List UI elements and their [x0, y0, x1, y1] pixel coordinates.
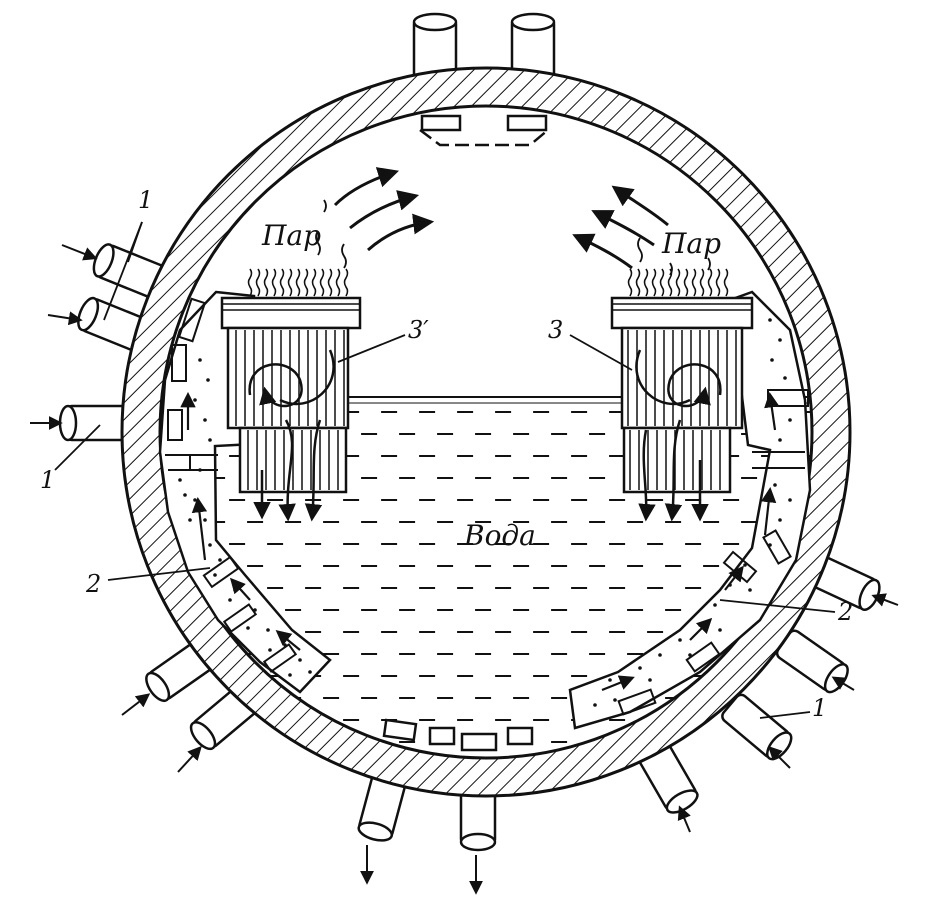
stipple-dot: [748, 588, 752, 592]
stipple-dot: [266, 628, 270, 632]
pipe-label-right: 1: [812, 694, 828, 722]
steam-squiggle: [247, 268, 253, 297]
pipe-label-left-top: 1: [138, 186, 154, 214]
stipple-dot: [770, 358, 774, 362]
stipple-dot: [193, 398, 197, 402]
steam-squiggle: [311, 268, 317, 297]
steam-squiggle: [335, 268, 341, 297]
left-cyclone-separator: [220, 268, 362, 522]
separator-label-right: 3: [548, 316, 564, 344]
stipple-dot: [778, 518, 782, 522]
stipple-dot: [678, 638, 682, 642]
steam-label-right: Пар: [662, 227, 722, 260]
stipple-dot: [768, 543, 772, 547]
steam-squiggle: [715, 268, 721, 297]
stipple-dot: [648, 678, 652, 682]
stipple-dot: [253, 608, 257, 612]
stipple-dot: [298, 658, 302, 662]
stipple-dot: [778, 338, 782, 342]
separator-label-left: 3′: [408, 316, 429, 344]
steam-squiggle: [683, 268, 689, 297]
steam-squiggle: [635, 268, 641, 297]
riser-flow-arrows: [180, 391, 780, 692]
steam-squiggle: [699, 268, 705, 297]
stipple-dot: [713, 603, 717, 607]
stipple-dot: [658, 653, 662, 657]
steam-squiggle: [327, 268, 333, 297]
steam-label-left: Пар: [262, 219, 322, 252]
stipple-dot: [178, 478, 182, 482]
stipple-dot: [613, 698, 617, 702]
stipple-dot: [208, 438, 212, 442]
steam-squiggle: [659, 268, 665, 297]
steam-squiggle: [271, 268, 277, 297]
stipple-dot: [288, 673, 292, 677]
steam-wisps: [315, 199, 711, 276]
stipple-dot: [193, 498, 197, 502]
stipple-dot: [773, 483, 777, 487]
stipple-dot: [593, 703, 597, 707]
stipple-dot: [308, 670, 312, 674]
steam-squiggle: [287, 268, 293, 297]
steam-squiggle: [295, 268, 301, 297]
stipple-dot: [788, 418, 792, 422]
stipple-dot: [203, 418, 207, 422]
steam-squiggle: [691, 268, 697, 297]
left-riser-screen: [158, 290, 332, 694]
stipple-dot: [233, 588, 237, 592]
stipple-dot: [608, 678, 612, 682]
screen-label-left: 2: [86, 570, 102, 598]
stipple-dot: [228, 598, 232, 602]
steam-outlet-baffle: [419, 114, 549, 147]
screen-label-right: 2: [838, 598, 854, 626]
stipple-dot: [213, 573, 217, 577]
stipple-dot: [268, 648, 272, 652]
steam-squiggle: [675, 268, 681, 297]
stipple-dot: [783, 376, 787, 380]
stipple-dot: [206, 378, 210, 382]
stipple-dot: [638, 666, 642, 670]
stipple-dot: [688, 653, 692, 657]
stipple-dot: [198, 358, 202, 362]
stipple-dot: [743, 563, 747, 567]
steam-squiggle: [279, 268, 285, 297]
steam-squiggle: [627, 268, 633, 297]
stipple-dot: [246, 626, 250, 630]
stipple-dot: [203, 518, 207, 522]
leader-lines: [54, 221, 836, 719]
steam-squiggle: [343, 268, 349, 297]
stipple-dot: [188, 518, 192, 522]
steam-squiggle: [723, 268, 729, 297]
steam-flow-arrows: [333, 167, 669, 270]
right-cyclone-separator: [610, 268, 754, 522]
downcomer-openings: [382, 718, 534, 752]
drum-interior: [158, 104, 814, 760]
pipe-label-left-mid: 1: [40, 466, 56, 494]
steam-squiggle: [303, 268, 309, 297]
stipple-dot: [698, 623, 702, 627]
stipple-dot: [778, 438, 782, 442]
feed-arrows: [30, 244, 899, 895]
steam-squiggle: [707, 268, 713, 297]
steam-squiggle: [643, 268, 649, 297]
stipple-dot: [768, 318, 772, 322]
stipple-dot: [788, 498, 792, 502]
steam-squiggle: [319, 268, 325, 297]
steam-squiggle: [255, 268, 261, 297]
steam-squiggle: [651, 268, 657, 297]
stipple-dot: [198, 468, 202, 472]
stipple-dot: [183, 493, 187, 497]
stipple-dot: [283, 643, 287, 647]
stipple-dot: [718, 628, 722, 632]
steam-squiggle: [263, 268, 269, 297]
stipple-dot: [218, 558, 222, 562]
water-label: Вода: [464, 519, 536, 552]
stipple-dot: [208, 543, 212, 547]
